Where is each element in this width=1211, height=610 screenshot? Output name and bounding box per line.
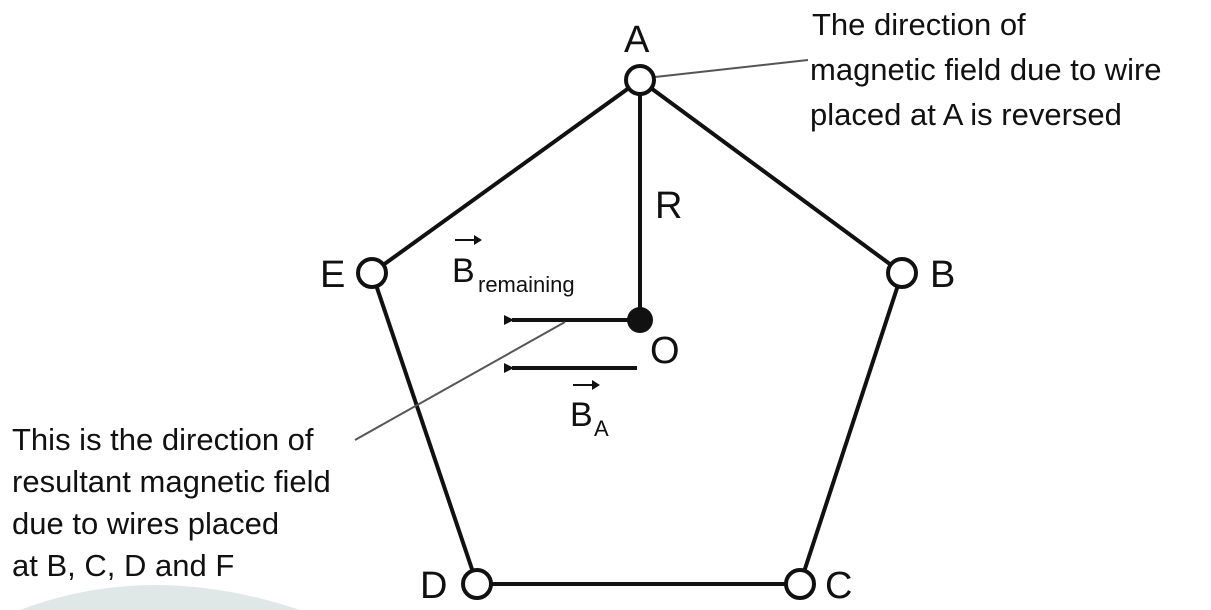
- note-bottom-left-line: at B, C, D and F: [12, 548, 234, 583]
- edge-bc: [798, 272, 904, 585]
- watermark-arc: [20, 585, 300, 610]
- note-bottom-left-line: resultant magnetic field: [12, 464, 331, 499]
- note-top-right-line: The direction of: [812, 7, 1026, 42]
- note-bottom-left-line: This is the direction of: [12, 422, 314, 457]
- edge-ab: [638, 78, 904, 275]
- vector-arrow-icon-head: [474, 235, 482, 245]
- note-bottom-left-line: due to wires placed: [12, 506, 279, 541]
- note-top-right-line: placed at A is reversed: [810, 97, 1122, 132]
- pointer-line-top: [654, 59, 809, 78]
- edge-ea: [370, 78, 642, 275]
- wire-node-icon: [356, 257, 388, 289]
- b-remaining-subscript: remaining: [478, 272, 575, 297]
- center-label: O: [650, 330, 680, 372]
- wire-node-icon: [784, 568, 816, 600]
- wire-node-icon: [886, 257, 918, 289]
- wire-node-icon: [461, 568, 493, 600]
- b-a-letter: B: [570, 396, 593, 434]
- radius-label: R: [655, 185, 682, 227]
- vertex-label-e: E: [320, 254, 345, 296]
- b-remaining-symbol: B remaining: [452, 235, 575, 297]
- wire-node-icon: [624, 64, 656, 96]
- pointer-line-bottom: [354, 321, 566, 441]
- edge-de: [370, 272, 479, 585]
- center-point-icon: [627, 307, 653, 333]
- note-bottom-left: This is the direction of resultant magne…: [12, 422, 331, 583]
- vector-arrow-icon-head: [592, 380, 600, 390]
- pentagon-edges: [370, 78, 904, 586]
- vertex-label-c: C: [825, 565, 852, 607]
- note-top-right: The direction of magnetic field due to w…: [810, 7, 1162, 132]
- note-top-right-line: magnetic field due to wire: [810, 52, 1162, 87]
- vertex-label-b: B: [930, 254, 955, 296]
- vertex-label-a: A: [624, 19, 650, 61]
- b-remaining-letter: B: [452, 252, 475, 290]
- vertex-label-d: D: [420, 565, 447, 607]
- b-a-symbol: B A: [570, 380, 609, 441]
- b-a-subscript: A: [594, 416, 609, 441]
